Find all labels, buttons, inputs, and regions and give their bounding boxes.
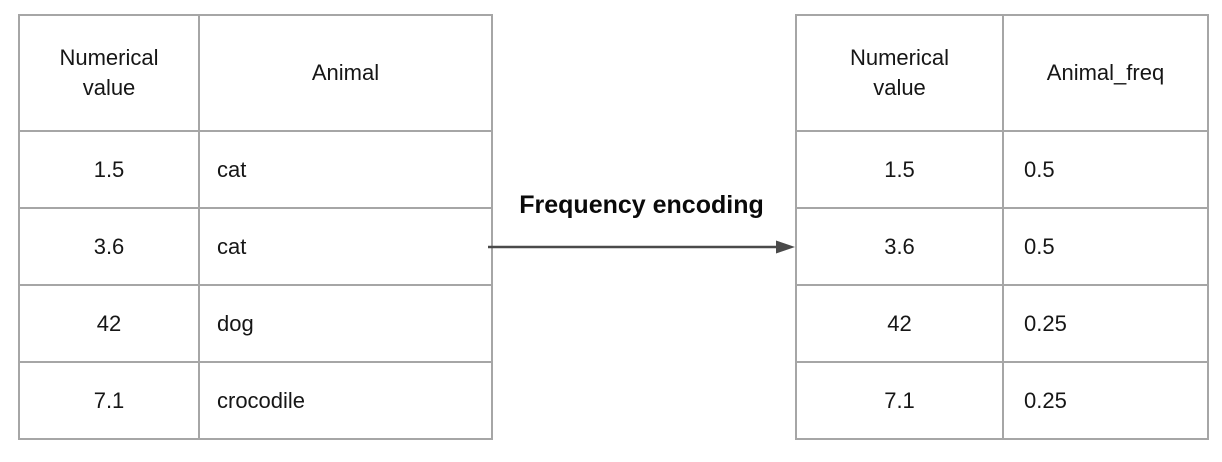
table-row: 3.6 cat — [20, 209, 493, 286]
table-row: 42 0.25 — [797, 286, 1209, 363]
arrow-label: Frequency encoding — [519, 191, 764, 219]
table-cell-animal: cat — [200, 132, 493, 209]
table-cell-numerical: 3.6 — [20, 209, 200, 286]
table-row: 1.5 0.5 — [797, 132, 1209, 209]
encoded-header-animal-freq: Animal_freq — [1004, 16, 1209, 132]
source-header-numerical-value: Numerical value — [20, 16, 200, 132]
table-cell-freq: 0.5 — [1004, 132, 1209, 209]
table-cell-freq: 0.25 — [1004, 286, 1209, 363]
table-cell-freq: 0.5 — [1004, 209, 1209, 286]
table-row: 1.5 cat — [20, 132, 493, 209]
table-cell-freq: 0.25 — [1004, 363, 1209, 440]
table-row: 3.6 0.5 — [797, 209, 1209, 286]
encoded-table-header-row: Numerical value Animal_freq — [797, 16, 1209, 132]
source-table: Numerical value Animal 1.5 cat 3.6 cat 4… — [18, 14, 493, 440]
source-table-header-row: Numerical value Animal — [20, 16, 493, 132]
table-cell-numerical: 1.5 — [20, 132, 200, 209]
table-row: 7.1 crocodile — [20, 363, 493, 440]
table-cell-numerical: 42 — [20, 286, 200, 363]
encoded-header-numerical-value: Numerical value — [797, 16, 1004, 132]
table-cell-numerical: 7.1 — [797, 363, 1004, 440]
right-arrow-icon — [488, 240, 795, 254]
encoded-table: Numerical value Animal_freq 1.5 0.5 3.6 … — [795, 14, 1209, 440]
table-cell-numerical: 42 — [797, 286, 1004, 363]
table-row: 7.1 0.25 — [797, 363, 1209, 440]
table-cell-animal: crocodile — [200, 363, 493, 440]
table-cell-animal: dog — [200, 286, 493, 363]
table-cell-numerical: 3.6 — [797, 209, 1004, 286]
table-cell-numerical: 1.5 — [797, 132, 1004, 209]
table-cell-numerical: 7.1 — [20, 363, 200, 440]
source-header-animal: Animal — [200, 16, 493, 132]
table-cell-animal: cat — [200, 209, 493, 286]
table-row: 42 dog — [20, 286, 493, 363]
